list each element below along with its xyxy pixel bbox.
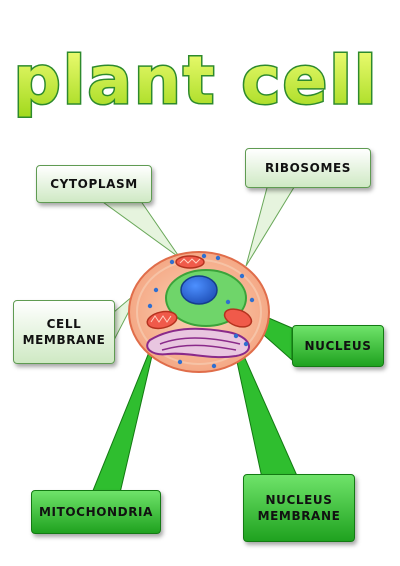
cell-membrane-label: CELL MEMBRANE <box>13 300 115 364</box>
chloroplast-top <box>175 255 205 269</box>
chloroplast-right <box>223 308 253 328</box>
chloroplast-left-folds <box>150 315 172 323</box>
vacuole <box>146 327 250 359</box>
chloroplast-top-folds <box>179 258 201 264</box>
cytoplasm-pointer <box>94 196 181 259</box>
vacuole-folds <box>159 337 241 351</box>
ribosomes-pointer <box>245 183 297 267</box>
cytoplasm-label: CYTOPLASM <box>36 165 152 203</box>
ribosomes-label: RIBOSOMES <box>245 148 371 188</box>
mitochondria-label: MITOCHONDRIA <box>31 490 161 534</box>
ribosome-dots <box>147 253 255 369</box>
nucleus-label: NUCLEUS <box>292 325 384 367</box>
plant-cell-illustration <box>128 251 270 373</box>
nucleus-shape <box>180 275 218 305</box>
nucleus-membrane-label: NUCLEUS MEMBRANE <box>243 474 355 542</box>
diagram-title: plant cell <box>13 42 378 119</box>
